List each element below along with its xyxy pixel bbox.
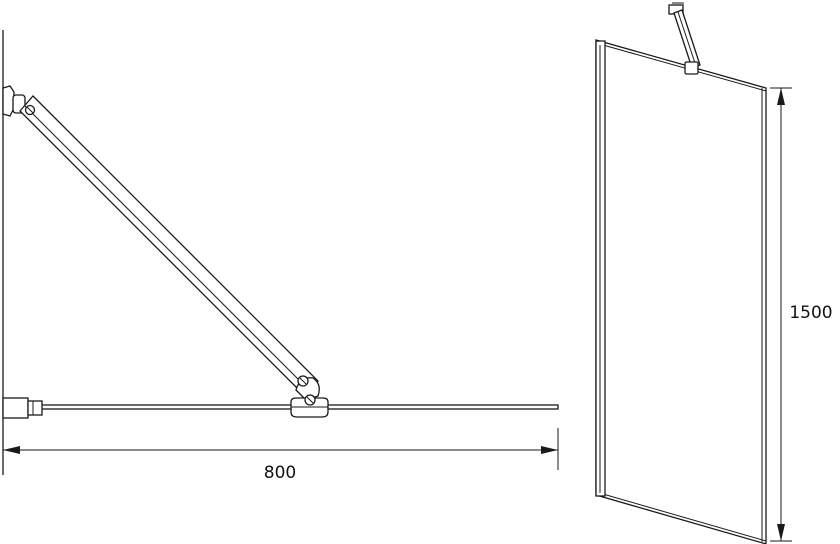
front-view: 1500 bbox=[595, 2, 833, 544]
stabilizer-bar-elevation bbox=[668, 2, 701, 75]
glass-panel-elevation bbox=[595, 39, 767, 544]
height-label: 1500 bbox=[789, 303, 832, 323]
width-dimension bbox=[2, 428, 559, 470]
top-view: 800 bbox=[2, 30, 559, 483]
stabilizer-bar bbox=[19, 95, 320, 401]
height-dimension bbox=[770, 87, 792, 542]
width-label: 800 bbox=[264, 463, 296, 483]
glass-clamp bbox=[290, 394, 329, 418]
wall-profile bbox=[2, 397, 43, 419]
